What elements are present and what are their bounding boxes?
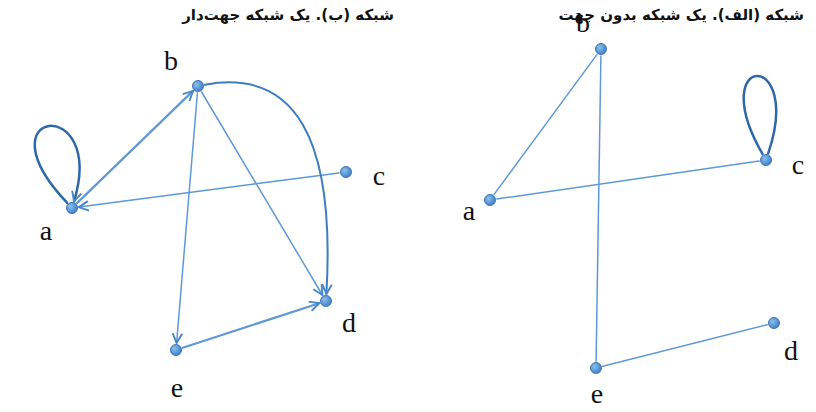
vertex-label: c <box>792 151 804 179</box>
vertex-label: d <box>342 309 356 337</box>
graph-caption: شبکه (ب). یک شبکه جهت‌دار <box>182 6 394 24</box>
vertex-label: d <box>784 337 798 365</box>
graph-vertex: e <box>170 344 182 356</box>
graph-edge <box>183 303 320 348</box>
self-loop <box>744 76 776 154</box>
graph-vertex: b <box>595 43 607 55</box>
vertex-label: a <box>40 217 52 245</box>
graph-vertex: c <box>340 166 352 178</box>
vertex-label: e <box>171 374 183 402</box>
graph-vertex: a <box>66 202 78 214</box>
graph-vertex: b <box>192 80 204 92</box>
graph-vertex: e <box>590 362 602 374</box>
vertex-label: e <box>591 380 603 408</box>
self-loop <box>35 126 80 203</box>
graph-vertex: a <box>484 194 496 206</box>
graph-edge <box>202 92 323 295</box>
graph-edge <box>497 161 759 199</box>
graph-edge <box>494 55 597 195</box>
graph-edge <box>77 91 193 203</box>
graph-caption: شبکه (الف). یک شبکه بدون جهت <box>558 6 804 24</box>
vertex-label: b <box>164 47 178 75</box>
graph-edge <box>596 56 601 361</box>
vertex-label: c <box>373 162 385 190</box>
graph-edge <box>177 93 198 343</box>
graph-vertex: d <box>768 317 780 329</box>
graph-edge <box>79 173 339 207</box>
graph-vertex: d <box>320 295 332 307</box>
vertex-label: a <box>463 197 475 225</box>
graph-edge <box>603 325 767 367</box>
graph-edge <box>205 82 328 294</box>
graph-vertex: c <box>760 154 772 166</box>
